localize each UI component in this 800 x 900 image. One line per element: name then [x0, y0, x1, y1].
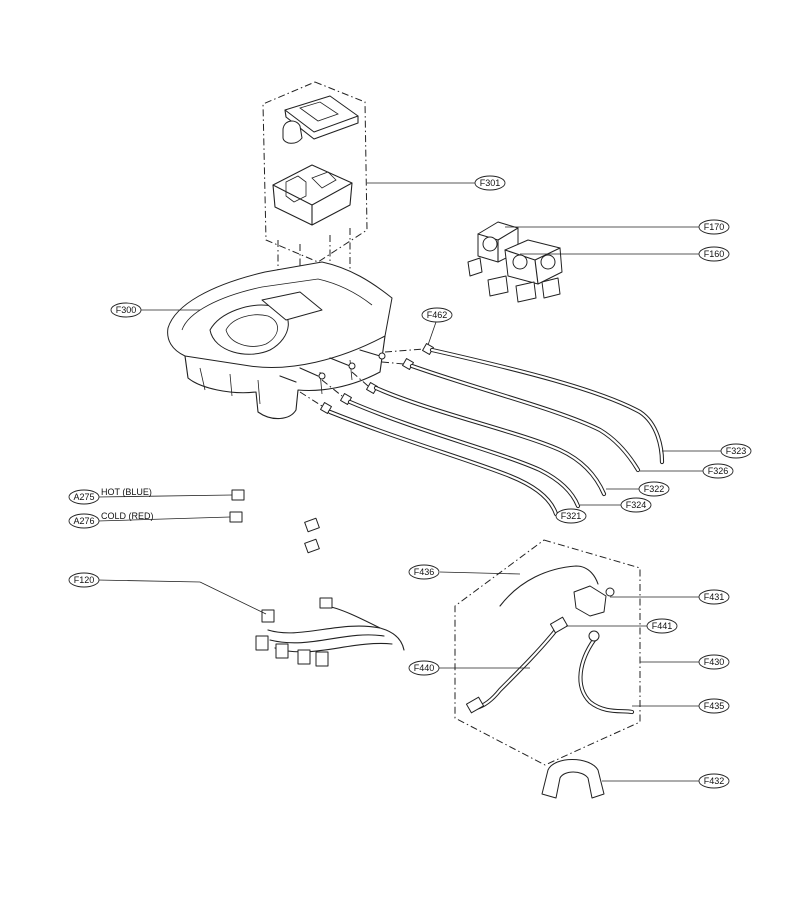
wire-harness [255, 597, 405, 667]
drain-hose-assembly [454, 539, 641, 766]
label-F430: F430 [698, 654, 730, 670]
label-F321: F321 [555, 508, 587, 524]
water-hoses [327, 347, 665, 517]
label-F431-text: F431 [704, 592, 725, 602]
label-A276-text: A276 [73, 516, 94, 526]
inlet-valve-pair [467, 221, 563, 303]
label-F300: F300 [110, 302, 142, 318]
label-F436-text: F436 [414, 567, 435, 577]
label-A276: A276 [68, 513, 100, 529]
label-F435: F435 [698, 698, 730, 714]
label-F326: F326 [702, 463, 734, 479]
label-F432: F432 [698, 773, 730, 789]
label-F462-text: F462 [427, 310, 448, 320]
label-F441: F441 [646, 618, 678, 634]
label-F301-text: F301 [480, 178, 501, 188]
label-A275-text: A275 [73, 492, 94, 502]
label-F170: F170 [698, 219, 730, 235]
dispenser-housing [167, 261, 393, 420]
label-F436: F436 [408, 564, 440, 580]
label-F462: F462 [421, 307, 453, 323]
label-F301: F301 [474, 175, 506, 191]
label-F432-text: F432 [704, 776, 725, 786]
label-F322-text: F322 [644, 484, 665, 494]
label-F431: F431 [698, 589, 730, 605]
label-F120: F120 [68, 572, 100, 588]
inlet-hoses-hot-cold [229, 474, 360, 554]
leader-lines [97, 182, 722, 782]
label-A275: A275 [68, 489, 100, 505]
hose-guide-clip [541, 759, 605, 799]
label-F440-text: F440 [414, 663, 435, 673]
caption-hot-blue: HOT (BLUE) [101, 487, 152, 497]
label-F160: F160 [698, 246, 730, 262]
label-F326-text: F326 [708, 466, 729, 476]
label-F321-text: F321 [561, 511, 582, 521]
hose-clamps [299, 343, 434, 414]
label-F160-text: F160 [704, 249, 725, 259]
label-F300-text: F300 [116, 305, 137, 315]
label-F170-text: F170 [704, 222, 725, 232]
label-F323: F323 [720, 443, 752, 459]
label-F430-text: F430 [704, 657, 725, 667]
label-F440: F440 [408, 660, 440, 676]
label-F323-text: F323 [726, 446, 747, 456]
label-F322: F322 [638, 481, 670, 497]
caption-cold-red: COLD (RED) [101, 511, 154, 521]
label-F324-text: F324 [626, 500, 647, 510]
label-F120-text: F120 [74, 575, 95, 585]
label-F324: F324 [620, 497, 652, 513]
label-F435-text: F435 [704, 701, 725, 711]
label-F441-text: F441 [652, 621, 673, 631]
